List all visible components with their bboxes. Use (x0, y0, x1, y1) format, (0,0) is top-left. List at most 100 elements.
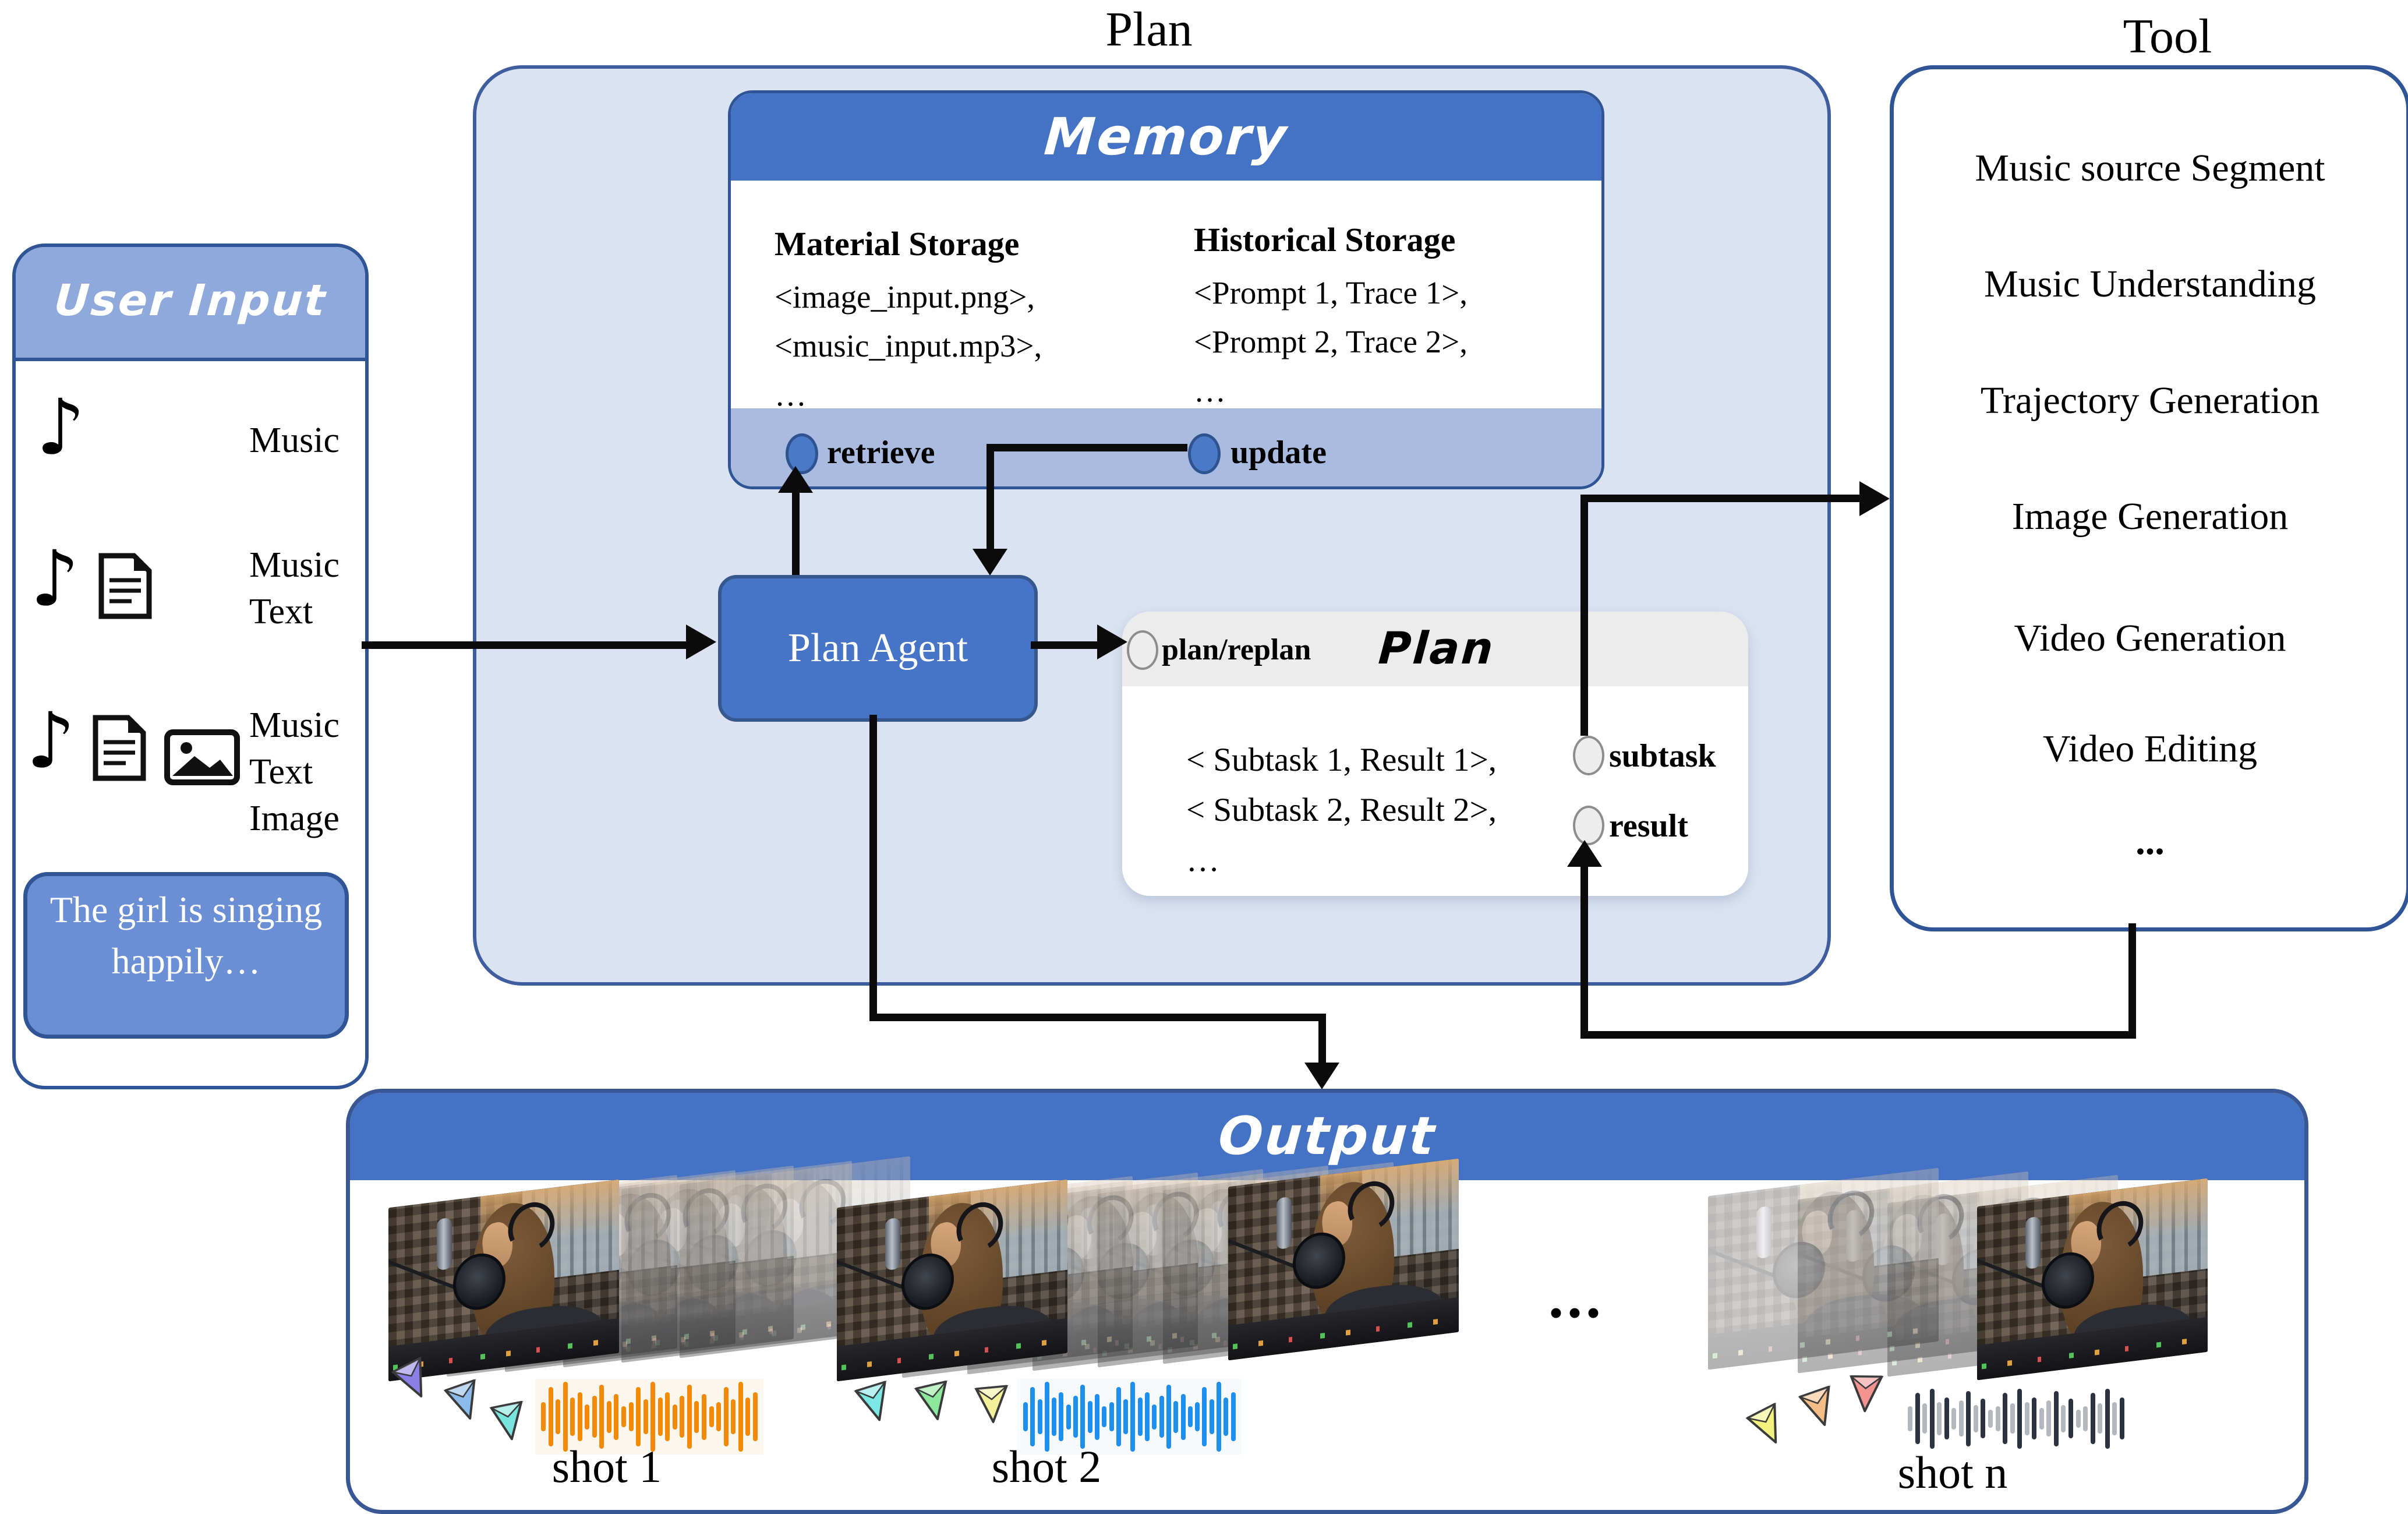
waveform-bar (1023, 1402, 1028, 1431)
waveform-bar (745, 1397, 751, 1436)
plan-replan-port-label: plan/replan (1162, 633, 1311, 666)
storage-line: … (1194, 373, 1226, 408)
waveform-bar (672, 1404, 677, 1430)
waveform-bar (2112, 1402, 2117, 1435)
storage-line: … (775, 377, 807, 412)
video-frame (837, 1179, 1067, 1382)
waveform-bar (1173, 1400, 1179, 1433)
waveform-bar (1137, 1397, 1143, 1436)
waveform-bar (2010, 1403, 2015, 1434)
waveform-bar (723, 1387, 729, 1446)
plan-agent-label: Plan Agent (787, 626, 968, 670)
trajectory-kite-icon (386, 1352, 437, 1408)
waveform-bar (621, 1406, 627, 1427)
music-note-icon: ♪ (26, 696, 76, 786)
waveform-bar (2068, 1399, 2074, 1438)
waveform-bar (2046, 1400, 2052, 1437)
waveform-bar (1966, 1391, 1971, 1446)
waveform-bar (2053, 1391, 2059, 1446)
plan-panel-header (1122, 612, 1748, 686)
waveform-bar (643, 1399, 648, 1434)
waveform-bar (1202, 1387, 1207, 1446)
waveform-bar (2039, 1407, 2044, 1430)
tool-item: Music Understanding (1983, 263, 2317, 305)
waveform-bar (1066, 1404, 1071, 1430)
waveform-bar (1958, 1400, 1964, 1437)
tool-item: ... (2135, 820, 2165, 863)
music-note-icon: ♪ (30, 534, 80, 624)
arrowhead-right-icon (686, 624, 716, 659)
waveform-bar (1123, 1399, 1129, 1434)
historical-storage-lines: <Prompt 1, Trace 1>,<Prompt 2, Trace 2>,… (1194, 269, 1468, 415)
tool-section-title: Tool (2123, 9, 2212, 63)
result-port-icon (1573, 806, 1604, 845)
waveform-bar (1037, 1399, 1042, 1434)
waveform-bar (752, 1392, 758, 1441)
waveform-bar (1109, 1402, 1114, 1431)
waveform-bar (1937, 1402, 1942, 1435)
waveform-bar (1929, 1388, 1935, 1449)
waveform-bar (657, 1397, 663, 1436)
result-port-label: result (1609, 808, 1688, 844)
document-icon-wrap (91, 714, 147, 785)
waveform-bar (2075, 1409, 2081, 1428)
plan-section-title: Plan (1105, 2, 1193, 57)
waveform-bar (1180, 1393, 1186, 1440)
waveform-bar (1981, 1399, 1986, 1438)
waveform-bar (548, 1387, 553, 1446)
plan-line: < Subtask 1, Result 1>, (1186, 742, 1497, 778)
user-input-row-label-line: Music (249, 705, 340, 745)
update-port-label: update (1230, 435, 1327, 471)
waveform-bar (1044, 1382, 1049, 1452)
user-prompt-bubble: The girl is singing happily… (23, 872, 349, 1039)
waveform-bar (2032, 1397, 2037, 1439)
output-box: Output shot 1 shot 2 shot n ... (346, 1089, 2308, 1514)
image-icon-wrap (164, 729, 240, 788)
waveform-bar (2098, 1403, 2103, 1434)
storage-line: <image_input.png>, (775, 279, 1035, 315)
waveform-bar (1217, 1382, 1222, 1452)
waveform-bar (1908, 1406, 1912, 1431)
waveform-bar (1145, 1392, 1150, 1441)
tool-item: Video Editing (2042, 728, 2258, 770)
waveform-bar (687, 1385, 692, 1449)
audio-waveform (535, 1379, 763, 1455)
user-input-row-label: Music (249, 417, 340, 464)
waveform-bar (1988, 1409, 1993, 1428)
trajectory-kite-icon (851, 1377, 895, 1428)
arrowhead-down-icon (973, 549, 1007, 576)
waveform-bar (738, 1382, 743, 1452)
tool-item: Image Generation (2011, 495, 2289, 538)
waveform-bar (628, 1402, 634, 1431)
waveform-bar (1094, 1393, 1099, 1440)
waveform-bar (2105, 1388, 2110, 1449)
historical-storage-column: Historical Storage <Prompt 1, Trace 1>,<… (1194, 220, 1468, 415)
storage-line: <Prompt 2, Trace 2>, (1194, 324, 1468, 359)
user-input-title: User Input (52, 276, 328, 326)
plan-replan-port-icon (1127, 630, 1158, 670)
memory-title: Memory (1042, 107, 1290, 167)
waveform-bar (1080, 1385, 1085, 1449)
subtask-port-label: subtask (1609, 738, 1716, 774)
waveform-bar (2003, 1393, 2008, 1444)
material-storage-column: Material Storage <image_input.png>,<musi… (775, 224, 1042, 419)
plan-subtask-lines: < Subtask 1, Result 1>, < Subtask 2, Resu… (1186, 735, 1497, 885)
trajectory-kite-icon (912, 1377, 953, 1425)
shots-layer: shot 1 shot 2 shot n (350, 1093, 2304, 1510)
memory-header: Memory (731, 93, 1601, 181)
waveform-bar (665, 1392, 670, 1441)
trajectory-kite-icon (486, 1396, 529, 1445)
shot-label: shot 2 (991, 1441, 1102, 1492)
waveform-bar (592, 1396, 597, 1438)
arrowhead-right-icon (1859, 481, 1890, 516)
waveform-bar (606, 1400, 611, 1433)
music-note-icon: ♪ (36, 383, 86, 472)
video-frame (388, 1179, 619, 1382)
plan-line: < Subtask 2, Result 2>, (1186, 792, 1497, 828)
plan-line: … (1186, 842, 1219, 878)
waveform-bar (1224, 1397, 1229, 1436)
waveform-bar (1102, 1406, 1107, 1427)
shot-label: shot 1 (551, 1441, 662, 1492)
waveform-bar (1230, 1392, 1236, 1441)
